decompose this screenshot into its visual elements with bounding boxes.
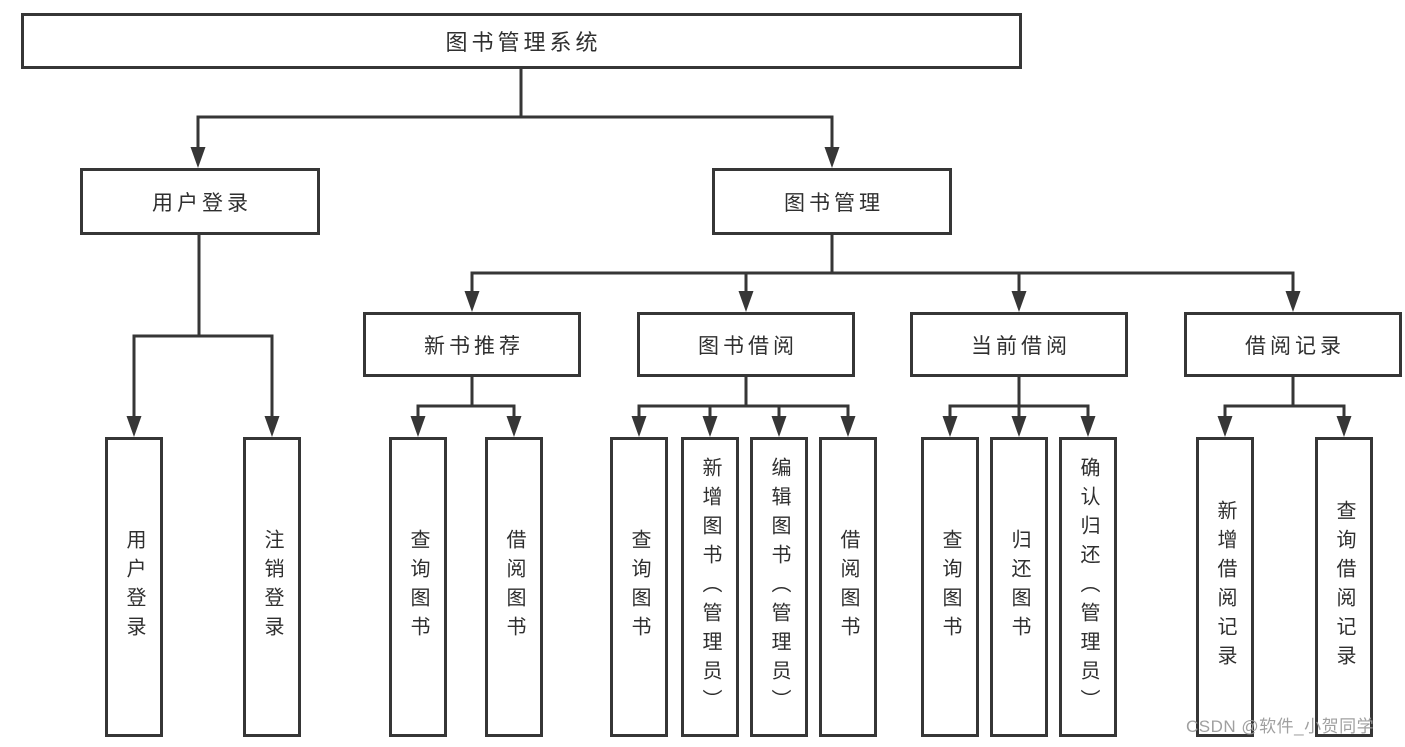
leaf-borrow-books: 借阅图书: [819, 437, 877, 737]
node-label: 图书借阅: [698, 334, 798, 358]
node-label: 借阅记录: [1245, 334, 1345, 358]
node-current-borrow: 当前借阅: [910, 312, 1128, 377]
node-label: 查询图书: [407, 529, 429, 645]
node-new-book-recommend: 新书推荐: [363, 312, 581, 377]
leaf-return-books: 归还图书: [990, 437, 1048, 737]
node-book-borrow: 图书借阅: [637, 312, 855, 377]
leaf-query-books-current: 查询图书: [921, 437, 979, 737]
node-label: 当前借阅: [971, 334, 1071, 358]
csdn-watermark: CSDN @软件_小贺同学: [1186, 717, 1375, 736]
node-label: 注销登录: [261, 529, 283, 645]
leaf-borrow-books-recommend: 借阅图书: [485, 437, 543, 737]
node-label: 新增借阅记录: [1214, 500, 1236, 674]
node-label: 归还图书: [1008, 529, 1030, 645]
node-label: 用户登录: [123, 529, 145, 645]
leaf-query-books-borrow: 查询图书: [610, 437, 668, 737]
node-label: 查询图书: [628, 529, 650, 645]
node-label: 图书管理系统: [445, 30, 602, 55]
node-label: 新书推荐: [424, 334, 524, 358]
leaf-query-borrow-record: 查询借阅记录: [1315, 437, 1373, 737]
node-label: 借阅图书: [837, 529, 859, 645]
node-label: 确认归还（管理员）: [1077, 456, 1099, 718]
leaf-query-books-recommend: 查询图书: [389, 437, 447, 737]
leaf-add-borrow-record: 新增借阅记录: [1196, 437, 1254, 737]
leaf-user-login: 用户登录: [105, 437, 163, 737]
node-label: 查询图书: [939, 529, 961, 645]
node-label: 借阅图书: [503, 529, 525, 645]
node-library-management-system: 图书管理系统: [21, 13, 1022, 69]
node-label: 编辑图书（管理员）: [768, 456, 790, 718]
node-book-management: 图书管理: [712, 168, 952, 235]
node-user-login: 用户登录: [80, 168, 320, 235]
node-label: 新增图书（管理员）: [699, 456, 721, 718]
node-borrow-record: 借阅记录: [1184, 312, 1402, 377]
leaf-add-books-admin: 新增图书（管理员）: [681, 437, 739, 737]
leaf-logout: 注销登录: [243, 437, 301, 737]
leaf-confirm-return-admin: 确认归还（管理员）: [1059, 437, 1117, 737]
node-label: 图书管理: [784, 191, 884, 215]
node-label: 用户登录: [152, 191, 252, 215]
leaf-edit-books-admin: 编辑图书（管理员）: [750, 437, 808, 737]
node-label: 查询借阅记录: [1333, 500, 1355, 674]
